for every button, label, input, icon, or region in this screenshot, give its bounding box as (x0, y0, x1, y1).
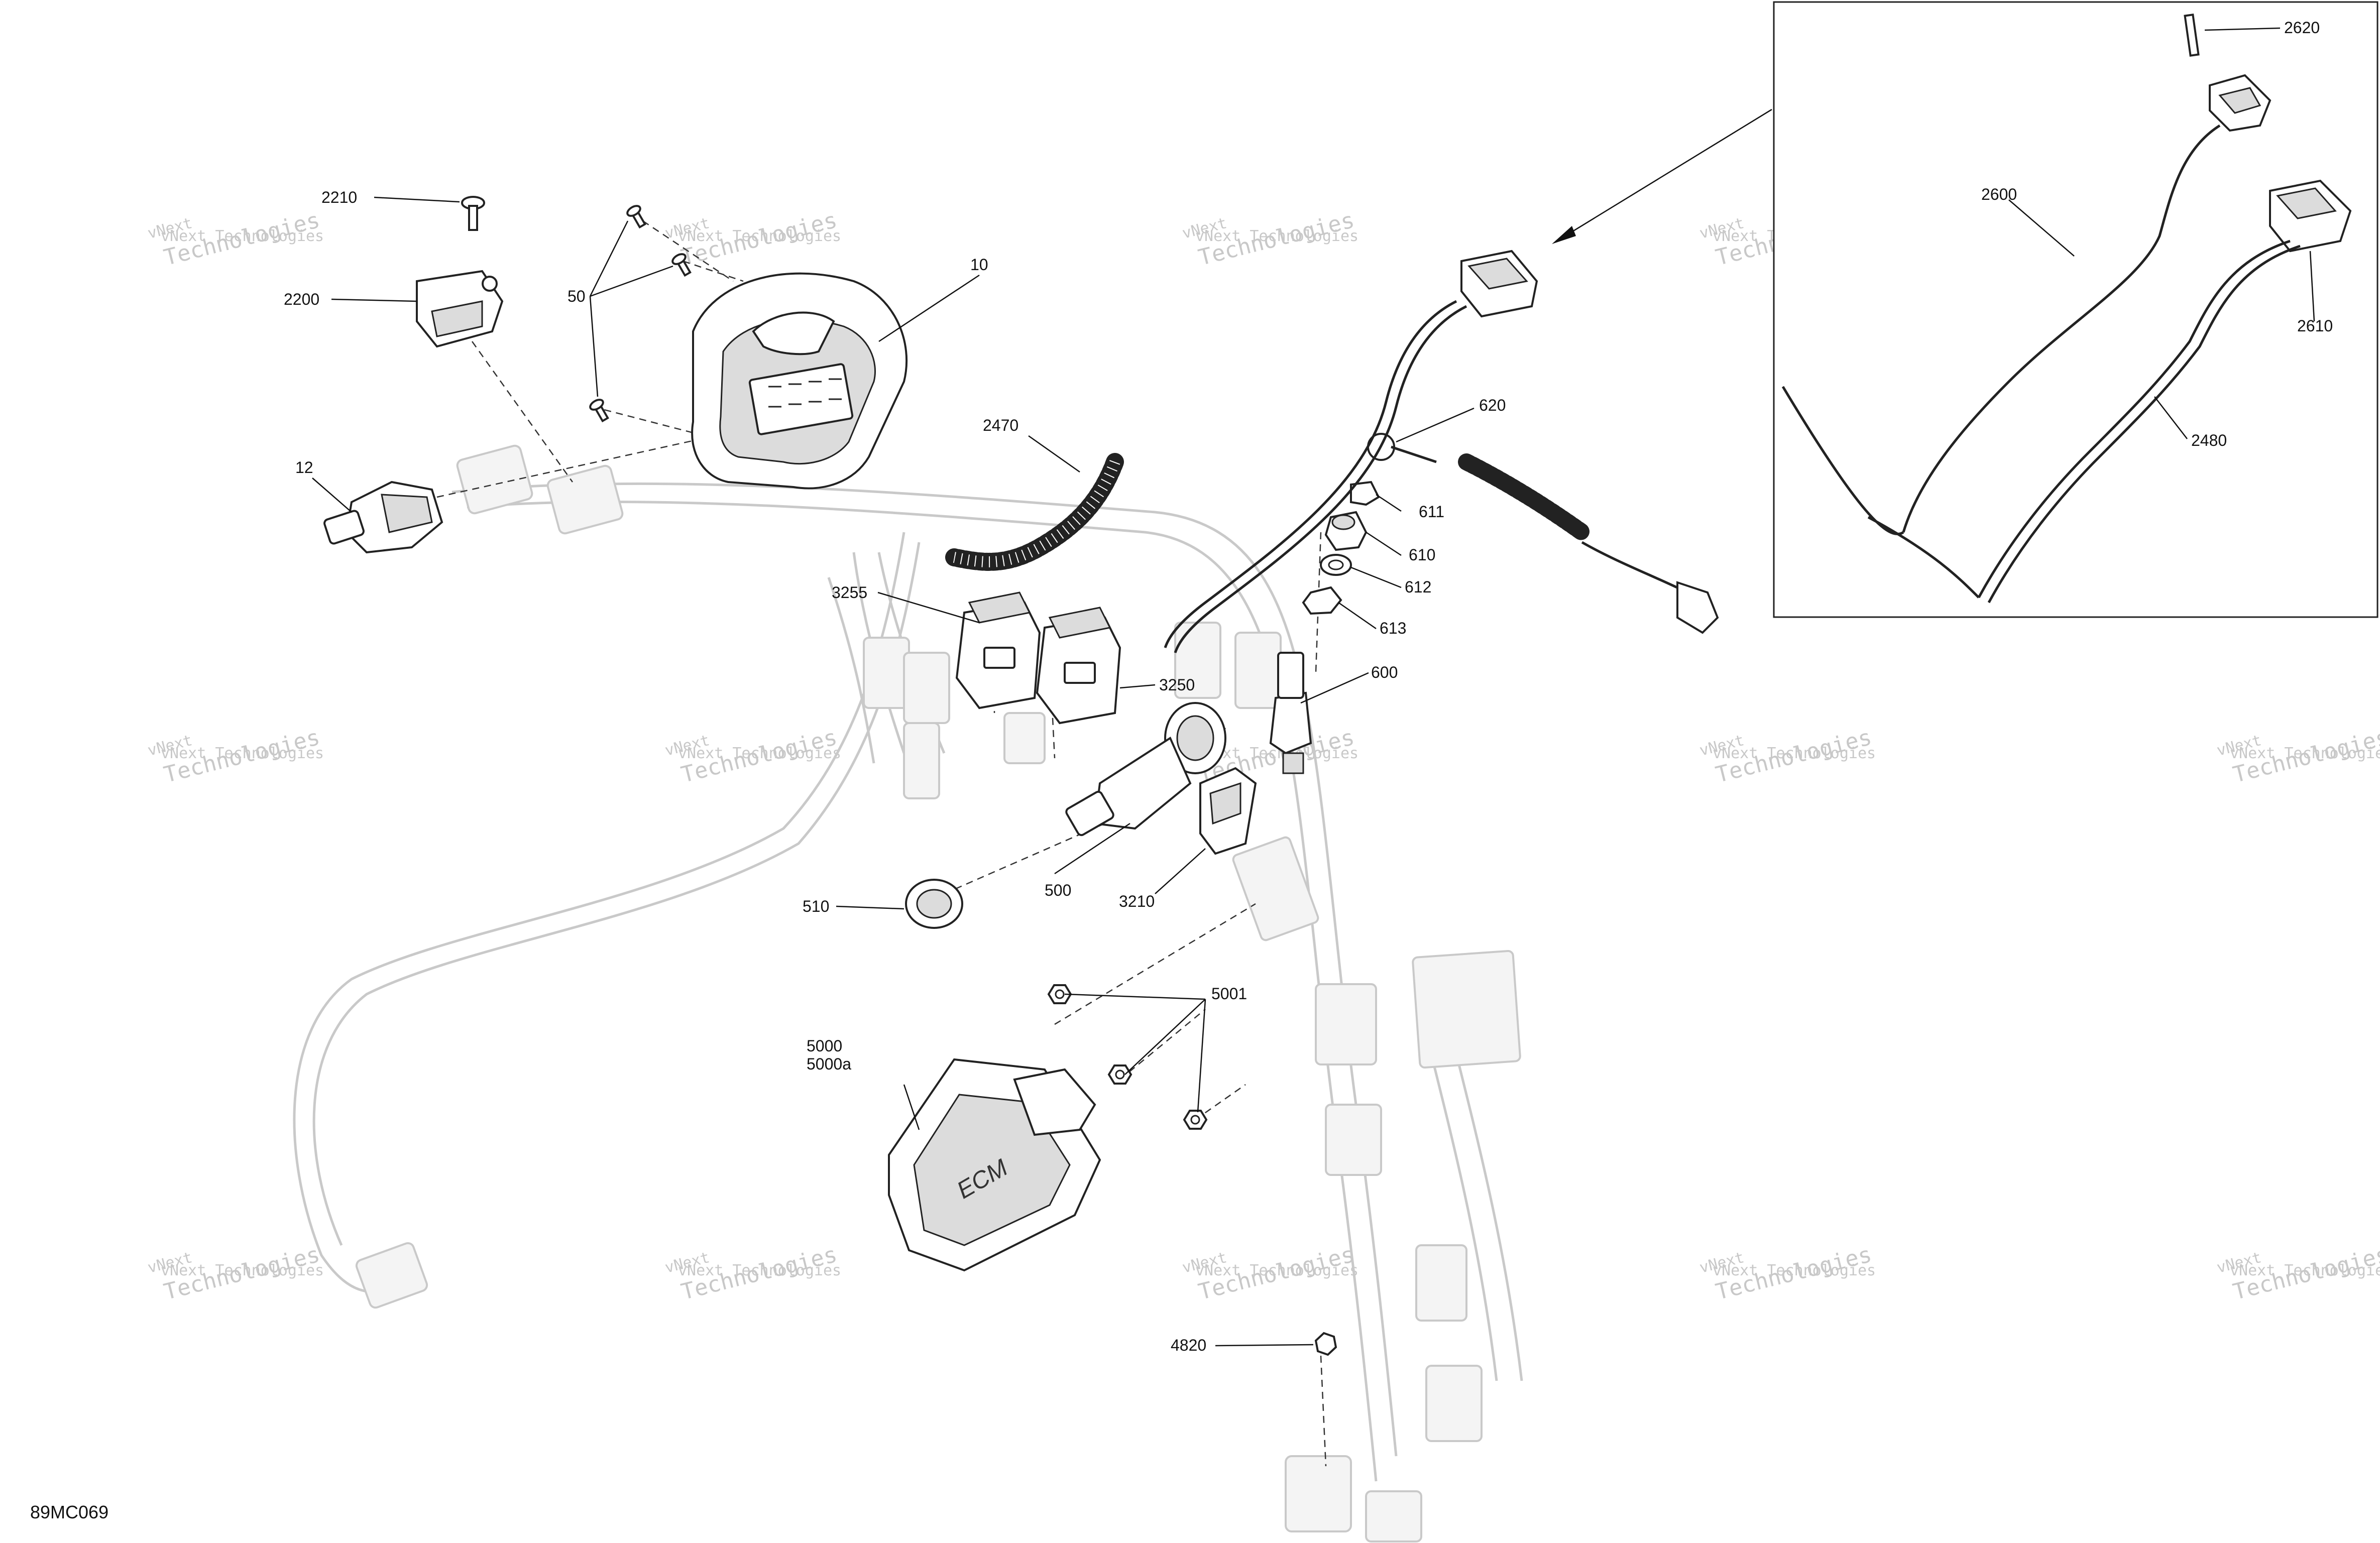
part-12-connector (323, 481, 443, 554)
part-613-nut (1302, 586, 1342, 615)
callout-4820: 4820 (1171, 1336, 1206, 1354)
part-2480-harness (1867, 240, 2301, 604)
callout-3250: 3250 (1159, 676, 1195, 694)
svg-text:vNext Technologies: vNext Technologies (1713, 1262, 1876, 1279)
part-3255-switch (955, 591, 1041, 709)
part-2610-module (2269, 179, 2352, 253)
callout-2210: 2210 (321, 188, 357, 206)
svg-text:vNext Technologies: vNext Technologies (161, 745, 324, 762)
watermark: vNext vNext Technologies Technologies (2215, 725, 2380, 788)
svg-text:vNext Technologies: vNext Technologies (678, 1262, 841, 1279)
part-611-cap (1350, 481, 1380, 506)
callout-620: 620 (1479, 396, 1506, 414)
leader-lines (312, 27, 2315, 1347)
part-2470-coiled-cable (945, 453, 1124, 571)
part-50-screws (589, 205, 692, 423)
callout-510: 510 (803, 897, 829, 915)
callout-50: 50 (568, 287, 586, 305)
part-610-boot (1324, 511, 1368, 551)
watermark: vNext vNext Technologies Technologies (1697, 725, 1876, 788)
part-10-gauge-cluster (691, 272, 908, 490)
part-510-nut (905, 879, 963, 929)
callout-3210: 3210 (1119, 892, 1155, 910)
watermark: vNext vNext Technologies Technologies (1697, 1242, 1876, 1305)
svg-text:vNext Technologies: vNext Technologies (678, 227, 841, 245)
part-2620-screw (2184, 14, 2200, 57)
watermark: vNext vNext Technologies Technologies (663, 725, 841, 788)
callout-5001: 5001 (1211, 985, 1247, 1003)
callout-2470: 2470 (983, 416, 1018, 434)
callout-2480: 2480 (2191, 431, 2227, 449)
callout-610: 610 (1409, 546, 1435, 564)
ghost-wiring-harness (293, 444, 1523, 1542)
part-600-switch-body (1269, 652, 1312, 774)
part-3250-switch (1036, 607, 1121, 725)
watermark: vNext vNext Technologies Technologies (663, 1242, 841, 1305)
callout-12: 12 (295, 458, 313, 477)
part-2200-sensor (416, 270, 504, 348)
part-3210-connector (1199, 767, 1257, 855)
callout-600: 600 (1371, 663, 1398, 681)
callout-5000a: 5000a (807, 1055, 851, 1073)
callout-500: 500 (1045, 881, 1071, 899)
callout-2600: 2600 (1981, 185, 2017, 203)
part-500-ignition-switch (1065, 702, 1226, 837)
svg-text:vNext Technologies: vNext Technologies (1195, 227, 1358, 245)
detail-inset (1552, 1, 2378, 618)
part-612-washer (1320, 554, 1352, 576)
callout-2610: 2610 (2297, 317, 2333, 335)
callout-labels: 2210 2200 50 10 12 2470 3255 3250 500 51… (284, 19, 2333, 1354)
watermark: vNext vNext Technologies Technologies (146, 1242, 324, 1305)
callout-613: 613 (1380, 619, 1406, 637)
svg-text:vNext Technologies: vNext Technologies (161, 1262, 324, 1279)
part-5001-nuts (1047, 984, 1208, 1130)
callout-5000: 5000 (807, 1037, 842, 1055)
callout-2200: 2200 (284, 290, 319, 308)
watermark: vNext vNext Technologies Technologies (663, 207, 841, 271)
drawing-id: 89MC069 (30, 1502, 108, 1522)
watermark: vNext vNext Technologies Technologies (146, 207, 324, 271)
watermark: vNext vNext Technologies Technologies (2215, 1242, 2380, 1305)
part-5000-ecm: ECM (888, 1058, 1101, 1272)
watermark: vNext vNext Technologies Technologies (146, 725, 324, 788)
callout-3255: 3255 (832, 583, 867, 602)
svg-text:vNext Technologies: vNext Technologies (1713, 745, 1876, 762)
watermark: vNext vNext Technologies Technologies (1180, 1242, 1358, 1305)
svg-text:vNext Technologies: vNext Technologies (2230, 1262, 2380, 1279)
part-2210-bolt (461, 196, 485, 231)
part-rf-antenna-cable (1164, 250, 1538, 653)
svg-text:vNext Technologies: vNext Technologies (2230, 745, 2380, 762)
watermark: vNext vNext Technologies Technologies (1180, 207, 1358, 271)
part-620-tether-cord (1367, 433, 1719, 634)
svg-text:vNext Technologies: vNext Technologies (678, 745, 841, 762)
part-4820-nut (1314, 1332, 1337, 1356)
callout-2620: 2620 (2284, 19, 2320, 37)
svg-text:vNext Technologies: vNext Technologies (161, 227, 324, 245)
callout-612: 612 (1405, 578, 1431, 596)
part-2600-antenna (1781, 74, 2272, 535)
svg-text:vNext Technologies: vNext Technologies (1195, 1262, 1358, 1279)
callout-611: 611 (1419, 503, 1444, 521)
callout-10: 10 (970, 256, 988, 274)
